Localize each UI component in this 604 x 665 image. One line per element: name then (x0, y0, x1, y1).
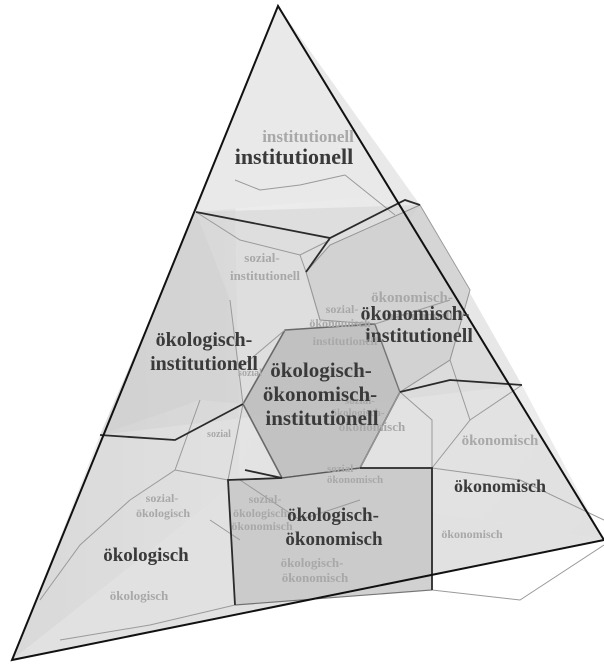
label-sozial-oek-ghost-2: ökonomisch (309, 316, 371, 330)
label-oekol-oek-main-1: ökologisch- (287, 505, 379, 526)
label-center-2: ökonomisch- (263, 382, 377, 406)
label-center-ghost-3: ökonomisch (339, 419, 406, 434)
label-sozial-left: sozial (238, 368, 262, 379)
label-center-3: institutionell (265, 406, 378, 430)
label-center-1: ökologisch- (270, 358, 372, 382)
label-sozial-oekol-oek-3: ökonomisch (231, 519, 293, 533)
label-oekonomisch-bottom-ghost: ökonomisch (441, 527, 503, 541)
label-oekol-oek-ghost-2: ökonomisch (282, 570, 349, 585)
region-oekol-inst (100, 212, 243, 435)
label-sozial-mid: sozial (207, 429, 231, 440)
label-sozial-inst-1: sozial- (244, 250, 279, 265)
label-oek-inst-main-2: institutionell (365, 325, 473, 347)
band-top (196, 6, 420, 225)
label-sozial-bottom-ghost-2: ökonomisch (327, 474, 383, 486)
label-oek-inst-ghost-1: ökonomisch- (371, 290, 453, 306)
label-sozial-oekol-2: ökologisch (136, 506, 190, 520)
label-sozial-oekol-1: sozial- (146, 491, 179, 505)
label-center-ghost-1: sozial- (345, 395, 375, 407)
label-sozial-oekol-oek-2: ökologisch- (233, 506, 291, 520)
label-sozial-inst-2: institutionell (230, 268, 300, 283)
label-oek-inst-main-1: ökonomisch- (361, 303, 470, 325)
label-oek-inst-ghost-2: institutionell (383, 308, 453, 323)
pyramid-edges (10, 3, 604, 662)
label-inst-ghost: institutionell (262, 127, 354, 146)
label-oekol-oek-ghost-1: ökologisch- (281, 555, 344, 570)
label-sozial-oek-ghost-1: sozial- (326, 302, 359, 316)
label-oekol-inst-1: ökologisch- (156, 329, 253, 351)
label-sozial-bottom-ghost-1: sozial- (327, 463, 357, 475)
label-oekologisch-main: ökologisch (103, 545, 189, 566)
label-oekol-inst-2: institutionell (150, 353, 258, 375)
label-sozial-oek-ghost-3: institutionell (313, 334, 378, 348)
label-oekologisch-ghost: ökologisch (110, 588, 169, 603)
band-lines (99, 199, 523, 606)
label-center-ghost-2: ökologisch- (331, 407, 385, 419)
label-inst-main: institutionell (235, 144, 354, 169)
label-oekonomisch-main: ökonomisch (454, 476, 546, 496)
label-oekol-oek-main-2: ökonomisch (285, 529, 383, 550)
label-oekonomisch-ghost: ökonomisch (462, 433, 539, 449)
label-sozial-oekol-oek-1: sozial- (249, 492, 282, 506)
